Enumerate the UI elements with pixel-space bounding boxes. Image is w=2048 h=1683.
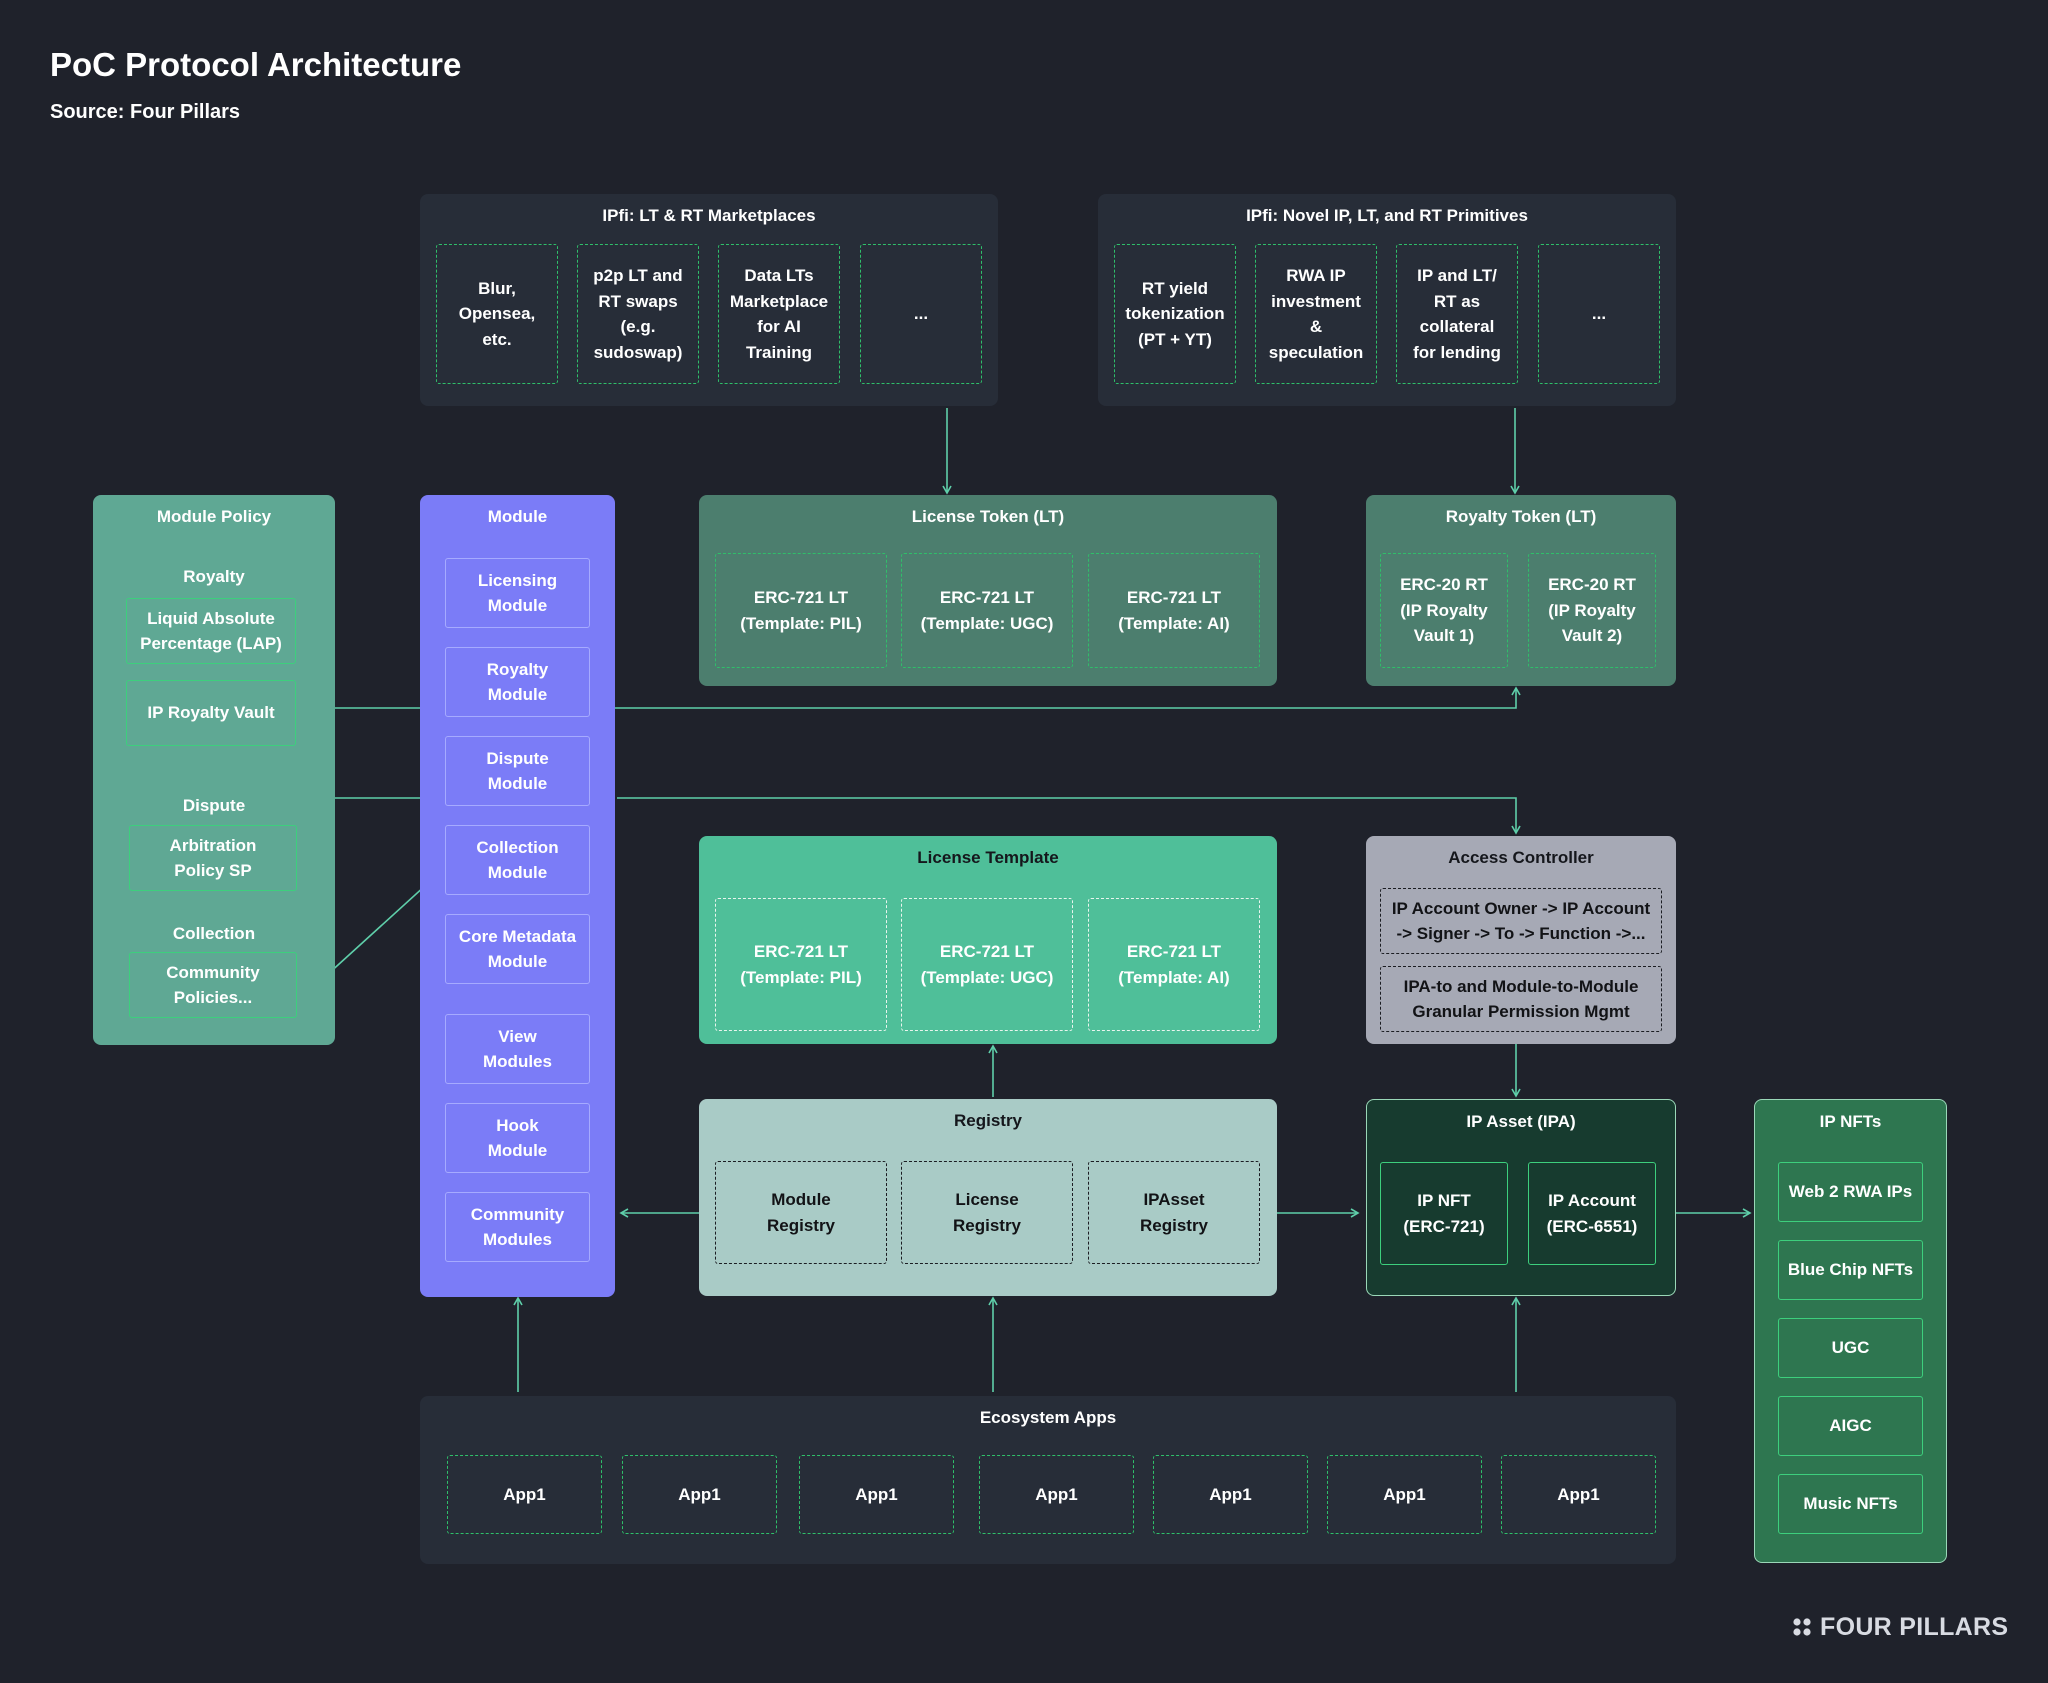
ecosystem-app-item: App1	[979, 1455, 1134, 1534]
module-hook: Hook Module	[445, 1103, 590, 1173]
policy-dispute-heading: Dispute	[182, 796, 246, 815]
ip-asset-item: IP NFT (ERC-721)	[1380, 1162, 1508, 1265]
primitive-item: RT yield tokenization (PT + YT)	[1114, 244, 1236, 384]
ecosystem-app-item: App1	[799, 1455, 954, 1534]
ip-asset-panel: IP Asset (IPA) IP NFT (ERC-721) IP Accou…	[1366, 1099, 1676, 1296]
policy-community: Community Policies...	[129, 952, 297, 1018]
module-panel: Module Licensing Module Royalty Module D…	[420, 495, 615, 1297]
policy-arbitration: Arbitration Policy SP	[129, 825, 297, 891]
registry-item: IPAsset Registry	[1088, 1161, 1260, 1264]
connector-royalty-module-to-rt	[590, 686, 1521, 709]
ecosystem-apps-title: Ecosystem Apps	[979, 1408, 1117, 1427]
royalty-token-title: Royalty Token (LT)	[1445, 507, 1597, 526]
module-royalty: Royalty Module	[445, 647, 590, 717]
license-token-item: ERC-721 LT (Template: AI)	[1088, 553, 1260, 668]
source-caption: Source: Four Pillars	[50, 101, 241, 123]
primitives-title: IPfi: Novel IP, LT, and RT Primitives	[1246, 206, 1528, 225]
marketplaces-title: IPfi: LT & RT Marketplaces	[602, 206, 816, 225]
access-controller-item: IP Account Owner -> IP Account -> Signer…	[1380, 888, 1662, 954]
module-policy-panel: Module Policy Royalty Liquid Absolute Pe…	[93, 495, 335, 1045]
four-pillars-logo: FOUR PILLARS	[1792, 1612, 2008, 1642]
royalty-token-item: ERC-20 RT (IP Royalty Vault 2)	[1528, 553, 1656, 668]
module-title: Module	[487, 507, 548, 526]
license-template-item: ERC-721 LT (Template: UGC)	[901, 898, 1073, 1031]
module-collection: Collection Module	[445, 825, 590, 895]
ip-nft-item: UGC	[1778, 1318, 1923, 1378]
ecosystem-app-item: App1	[1153, 1455, 1308, 1534]
marketplace-item: p2p LT and RT swaps (e.g. sudoswap)	[577, 244, 699, 384]
marketplace-item: Blur, Opensea, etc.	[436, 244, 558, 384]
policy-lap: Liquid Absolute Percentage (LAP)	[126, 598, 296, 664]
ecosystem-app-item: App1	[622, 1455, 777, 1534]
module-view: View Modules	[445, 1014, 590, 1084]
ecosystem-app-item: App1	[1501, 1455, 1656, 1534]
access-controller-item: IPA-to and Module-to-Module Granular Per…	[1380, 966, 1662, 1032]
policy-collection-heading: Collection	[172, 924, 256, 943]
marketplace-item: Data LTs Marketplace for AI Training	[718, 244, 840, 384]
ip-nfts-title: IP NFTs	[1819, 1112, 1882, 1131]
connector-dispute-to-access	[617, 797, 1521, 835]
license-token-panel: License Token (LT) ERC-721 LT (Template:…	[699, 495, 1277, 686]
four-dots-icon	[1793, 1618, 1811, 1636]
ip-asset-item: IP Account (ERC-6551)	[1528, 1162, 1656, 1265]
ip-nft-item: Web 2 RWA IPs	[1778, 1162, 1923, 1222]
registry-item: Module Registry	[715, 1161, 887, 1264]
royalty-token-panel: Royalty Token (LT) ERC-20 RT (IP Royalty…	[1366, 495, 1676, 686]
module-licensing: Licensing Module	[445, 558, 590, 628]
license-token-item: ERC-721 LT (Template: UGC)	[901, 553, 1073, 668]
primitive-item: IP and LT/ RT as collateral for lending	[1396, 244, 1518, 384]
marketplaces-panel: IPfi: LT & RT Marketplaces Blur, Opensea…	[420, 194, 998, 406]
registry-title: Registry	[953, 1111, 1023, 1130]
primitives-panel: IPfi: Novel IP, LT, and RT Primitives RT…	[1098, 194, 1676, 406]
license-template-item: ERC-721 LT (Template: PIL)	[715, 898, 887, 1031]
license-template-item: ERC-721 LT (Template: AI)	[1088, 898, 1260, 1031]
royalty-token-item: ERC-20 RT (IP Royalty Vault 1)	[1380, 553, 1508, 668]
ip-nft-item: AIGC	[1778, 1396, 1923, 1456]
license-token-title: License Token (LT)	[911, 507, 1065, 526]
module-community: Community Modules	[445, 1192, 590, 1262]
ecosystem-app-item: App1	[447, 1455, 602, 1534]
ip-nfts-panel: IP NFTs Web 2 RWA IPs Blue Chip NFTs UGC…	[1754, 1099, 1947, 1563]
primitive-item: RWA IP investment & speculation	[1255, 244, 1377, 384]
license-token-item: ERC-721 LT (Template: PIL)	[715, 553, 887, 668]
page-title: PoC Protocol Architecture	[50, 46, 462, 83]
marketplace-item: ...	[860, 244, 982, 384]
logo-text: FOUR PILLARS	[1820, 1612, 2009, 1641]
access-controller-title: Access Controller	[1448, 848, 1594, 867]
license-template-title: License Template	[917, 848, 1059, 867]
ip-nft-item: Music NFTs	[1778, 1474, 1923, 1534]
module-policy-title: Module Policy	[156, 507, 272, 526]
module-core-metadata: Core Metadata Module	[445, 914, 590, 984]
ip-nft-item: Blue Chip NFTs	[1778, 1240, 1923, 1300]
ecosystem-app-item: App1	[1327, 1455, 1482, 1534]
registry-panel: Registry Module Registry License Registr…	[699, 1099, 1277, 1296]
access-controller-panel: Access Controller IP Account Owner -> IP…	[1366, 836, 1676, 1044]
registry-item: License Registry	[901, 1161, 1073, 1264]
license-template-panel: License Template ERC-721 LT (Template: P…	[699, 836, 1277, 1044]
module-dispute: Dispute Module	[445, 736, 590, 806]
ecosystem-apps-panel: Ecosystem Apps App1 App1 App1 App1 App1 …	[420, 1396, 1676, 1564]
ip-asset-title: IP Asset (IPA)	[1466, 1112, 1576, 1131]
policy-ip-royalty-vault: IP Royalty Vault	[126, 680, 296, 746]
primitive-item: ...	[1538, 244, 1660, 384]
policy-royalty-heading: Royalty	[183, 567, 245, 586]
